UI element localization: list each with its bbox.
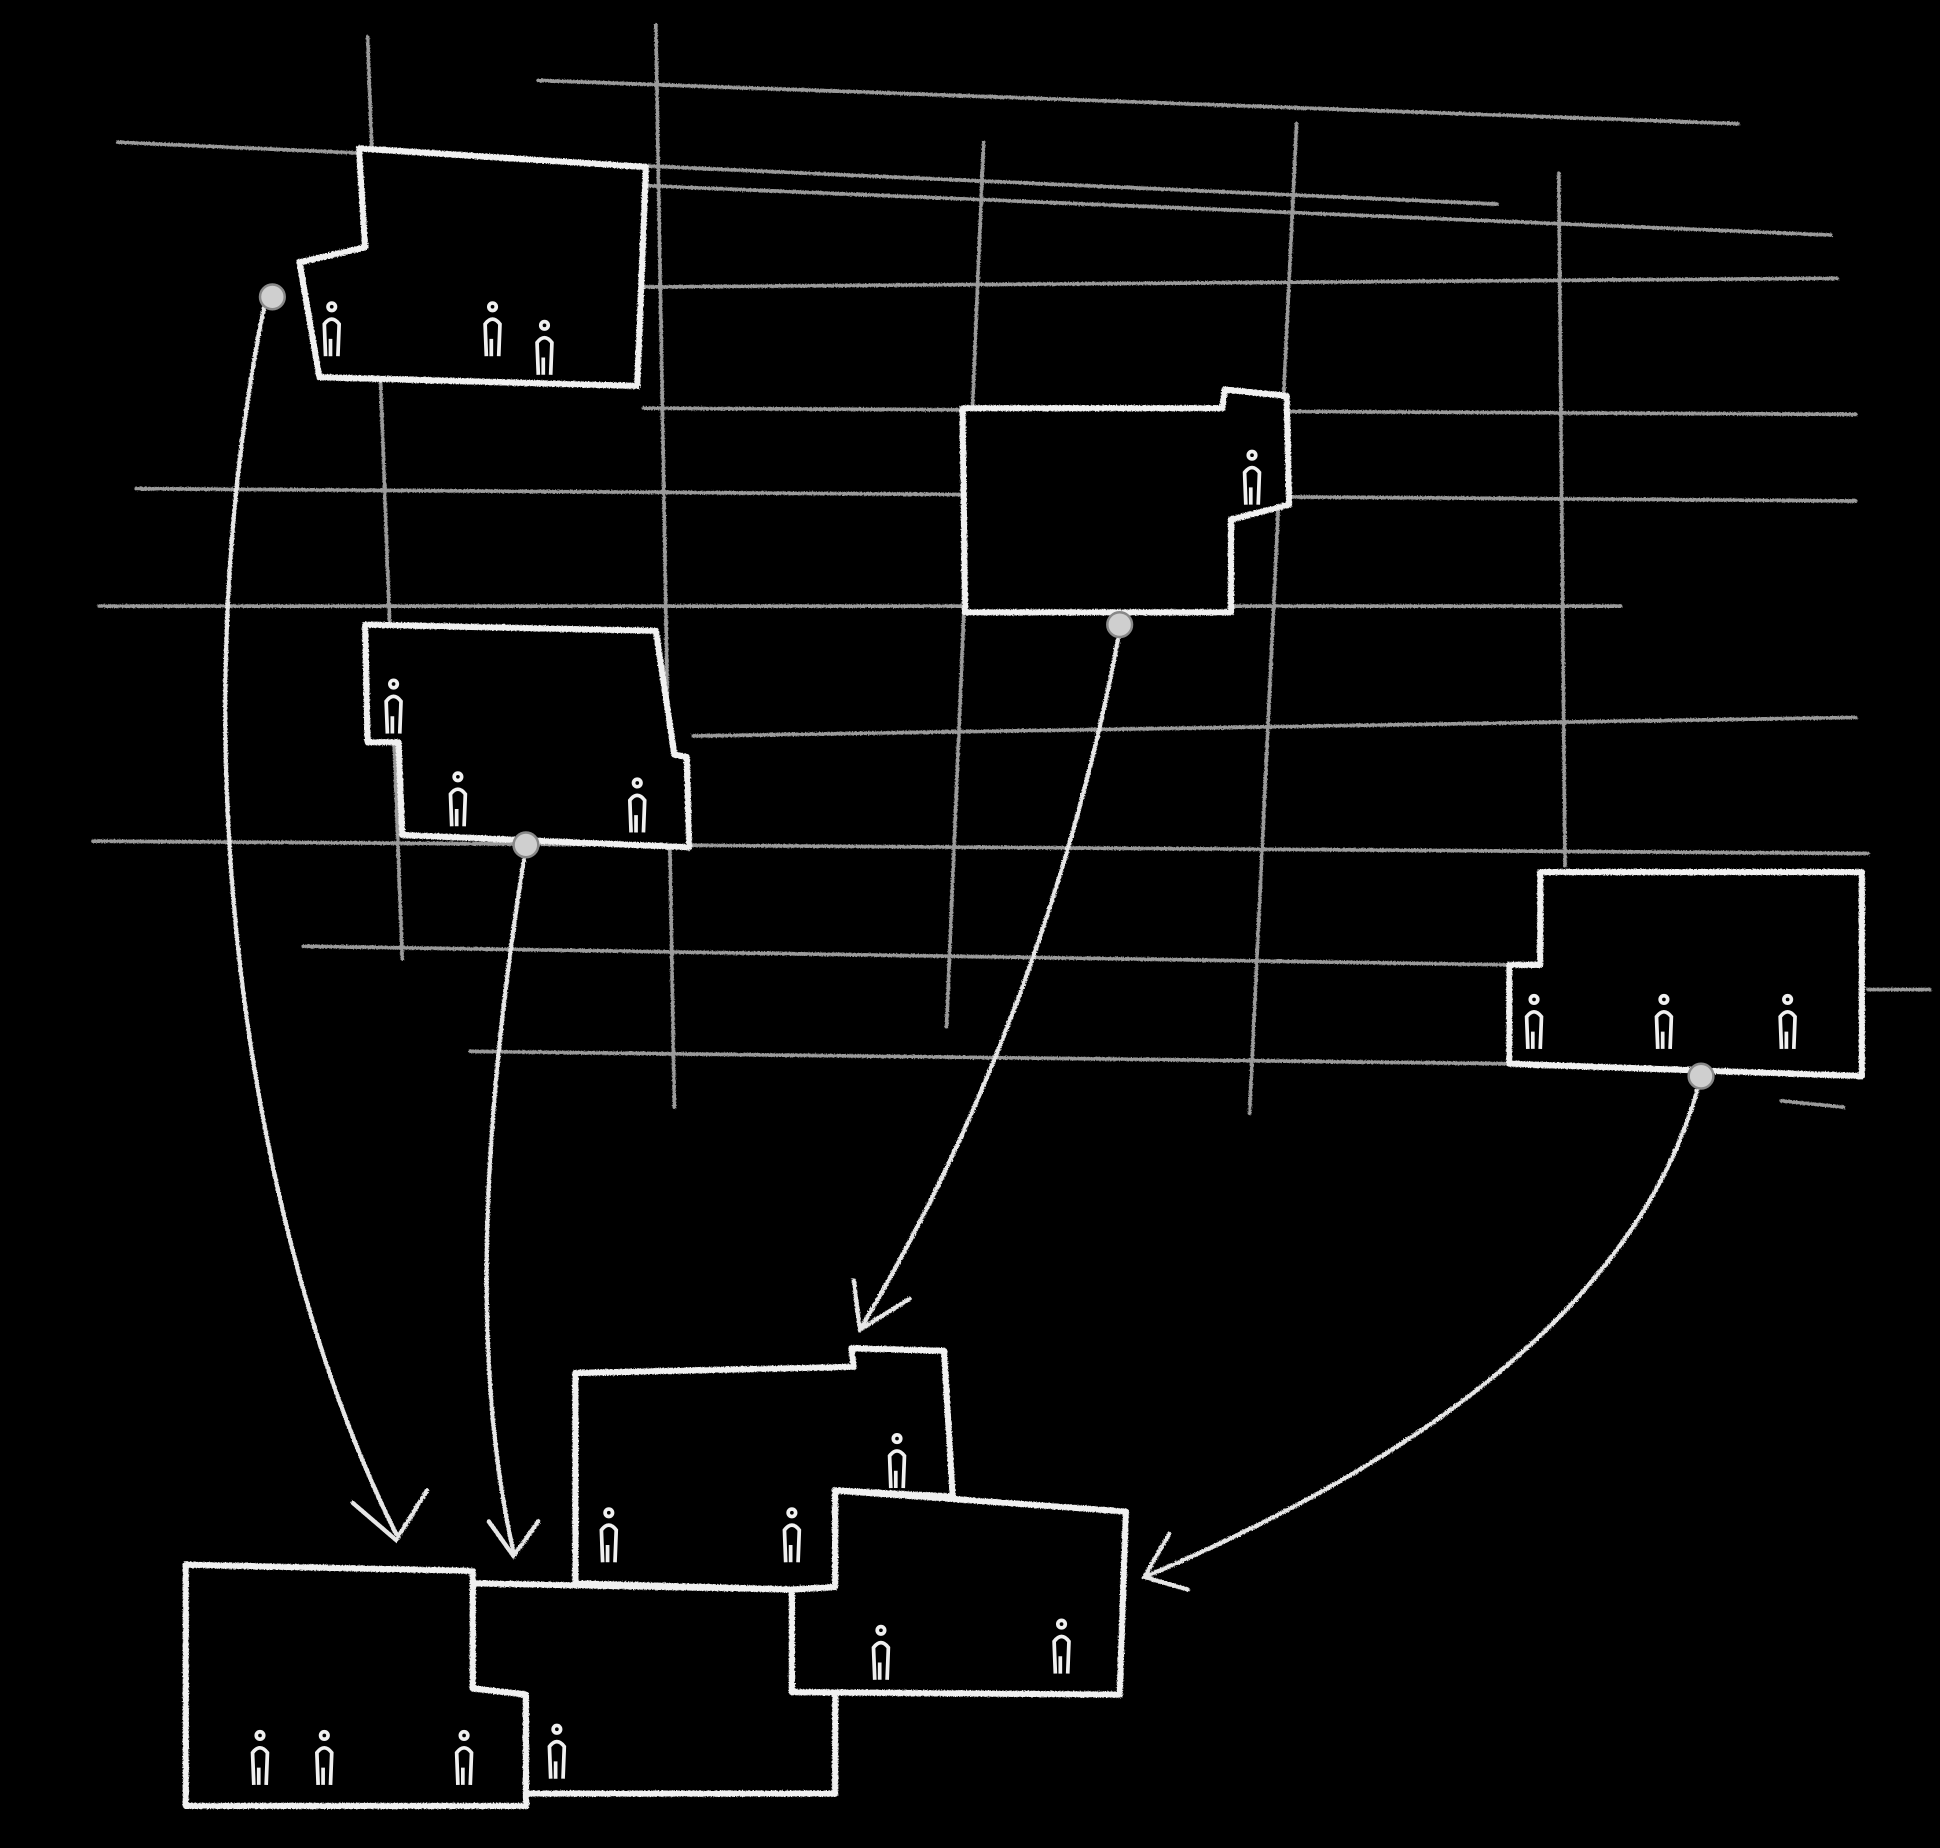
human-figure-icon: [322, 301, 342, 357]
human-figure-icon: [315, 1729, 334, 1785]
connection-dot-icon: [1687, 1062, 1715, 1090]
grid-line: [536, 78, 1741, 126]
grid-line: [1247, 121, 1299, 1116]
grid-line: [115, 140, 1499, 206]
human-figure-icon: [384, 678, 403, 734]
arrow-icon: [486, 1519, 541, 1560]
human-figure-icon: [887, 1433, 907, 1489]
box-top-left: [296, 145, 650, 390]
grid-line: [641, 183, 1833, 237]
grid-line: [691, 715, 1858, 738]
box-middle-left: [362, 621, 693, 851]
human-figure-icon: [599, 1507, 619, 1563]
human-figure-icon: [250, 1729, 270, 1785]
human-figure-icon: [483, 301, 502, 357]
box-top-right: [959, 386, 1293, 616]
grid-line: [641, 276, 1839, 289]
human-figure-icon: [1052, 1618, 1071, 1674]
arrow-curve: [223, 294, 399, 1536]
box-bottom-right: [788, 1487, 1129, 1698]
human-figure-icon: [871, 1624, 891, 1680]
human-figure-icon: [1654, 993, 1674, 1050]
human-figure-icon: [1778, 993, 1797, 1050]
grid-line: [1556, 171, 1567, 868]
grid-line: [1779, 1099, 1846, 1109]
human-figure-icon: [1242, 449, 1262, 505]
grid-line: [468, 1049, 1512, 1066]
arrow-icon: [1141, 1531, 1190, 1592]
human-figure-icon: [535, 319, 554, 375]
arrows: [223, 294, 1704, 1592]
human-figure-icon: [547, 1723, 567, 1779]
arrow-icon: [851, 1278, 912, 1334]
human-figure-icon: [454, 1729, 474, 1785]
connection-dots: [258, 283, 1715, 1090]
arrow-curve: [857, 628, 1122, 1332]
grid-lines: [91, 22, 1932, 1116]
connection-dot-icon: [1106, 611, 1134, 639]
arrow-curve: [1142, 1073, 1704, 1580]
grid-line: [301, 944, 1512, 967]
human-figure-icon: [448, 771, 468, 827]
human-figure-icon: [782, 1507, 802, 1563]
human-figure-icon: [1524, 993, 1544, 1050]
connection-dot-icon: [258, 283, 286, 311]
arrow-icon: [350, 1488, 430, 1544]
human-figure-icon: [627, 777, 647, 833]
arrow-curve: [484, 845, 529, 1555]
connection-dot-icon: [512, 831, 540, 859]
box-bottom-left: [182, 1561, 530, 1810]
grid-line: [91, 839, 1870, 856]
figures: [250, 301, 1797, 1785]
box-right: [1506, 868, 1865, 1080]
grid-line: [653, 22, 677, 1109]
